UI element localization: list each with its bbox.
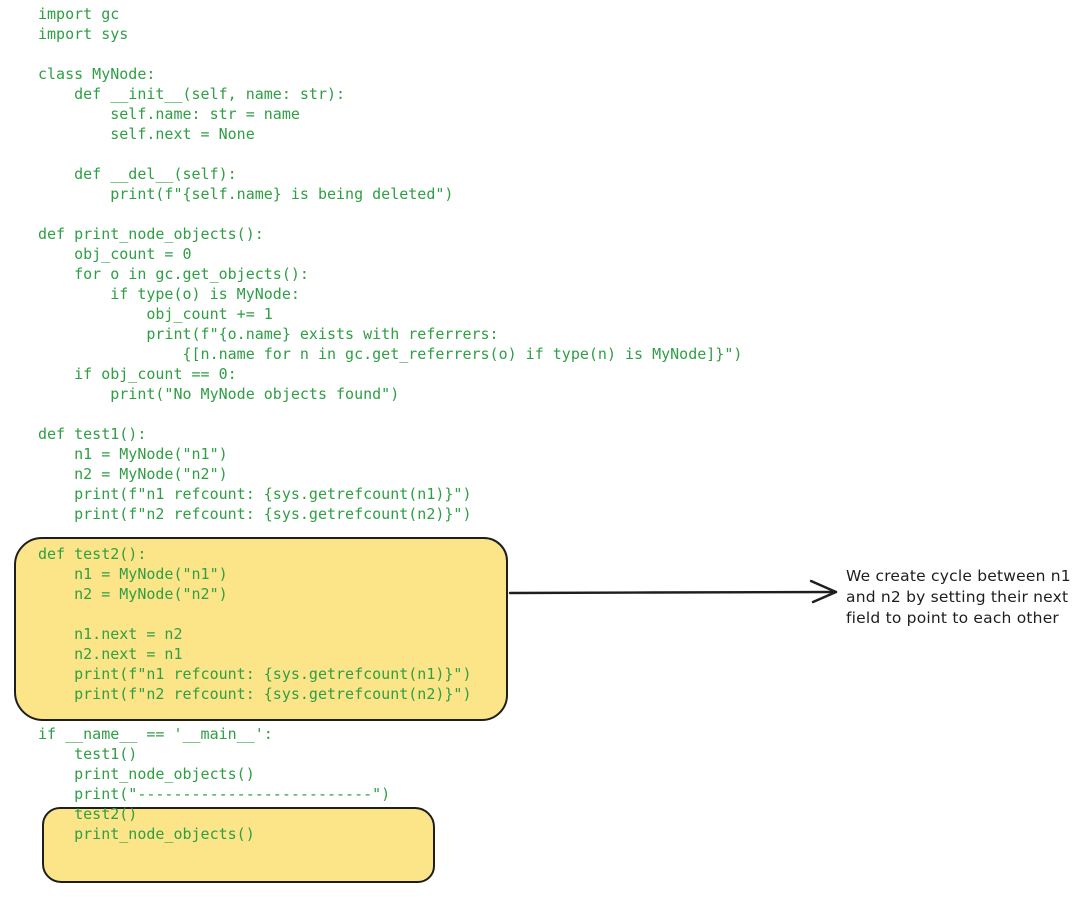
annotation-arrow <box>508 579 838 604</box>
annotation-text: We create cycle between n1 and n2 by set… <box>846 567 1071 627</box>
highlight-box-test2-function <box>14 537 508 721</box>
arrow-head <box>809 579 838 604</box>
arrow-shaft <box>508 590 838 595</box>
python-code-block: import gc import sys class MyNode: def _… <box>38 5 743 843</box>
highlight-box-test2-call <box>42 807 435 883</box>
